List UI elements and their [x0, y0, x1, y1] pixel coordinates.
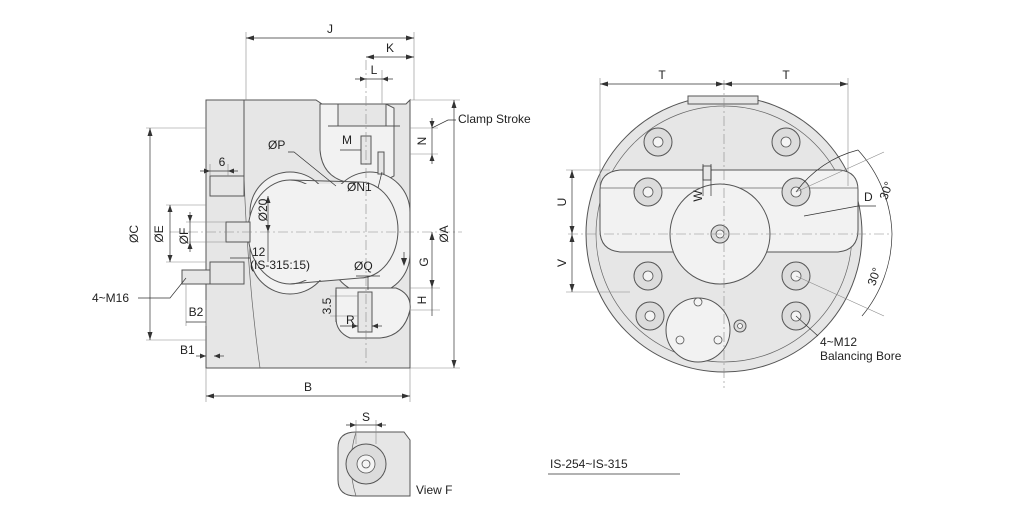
dim-j: J: [327, 22, 333, 36]
balancing-cylinder: [665, 297, 731, 363]
dim-is315: (IS-315:15): [250, 258, 310, 272]
dim-l: L: [371, 63, 378, 77]
dim-b: B: [304, 380, 312, 394]
angle-top: 30°: [877, 180, 896, 202]
clamp-stroke-label: Clamp Stroke: [458, 112, 531, 126]
dim-m: M: [342, 133, 352, 147]
dim-b1: B1: [180, 343, 195, 357]
dim-q: ØQ: [354, 259, 373, 273]
dim-n: N: [415, 137, 429, 146]
model-title: IS-254~IS-315: [550, 457, 628, 471]
dim-s: S: [362, 410, 370, 424]
dim-12: 12: [252, 245, 266, 259]
dim-f: ØF: [177, 228, 191, 245]
dim-w: W: [691, 190, 705, 202]
dim-u: U: [555, 198, 569, 207]
dim-t-right: T: [782, 68, 790, 82]
side-view: J K L M N Clamp Stroke ØP ØN1: [92, 22, 531, 402]
dim-n1: ØN1: [347, 180, 372, 194]
dim-6: 6: [219, 155, 226, 169]
dim-e: ØE: [152, 225, 166, 242]
dim-h: H: [415, 296, 429, 305]
dim-d: D: [864, 190, 873, 204]
angle-bottom: 30°: [865, 266, 884, 288]
mount-holes: [633, 127, 811, 333]
m16-label: 4~M16: [92, 291, 129, 305]
balancing-bore-label: Balancing Bore: [820, 349, 902, 363]
dim-r: R: [346, 313, 355, 327]
dim-p: ØP: [268, 138, 285, 152]
dim-20: Ø20: [256, 198, 270, 221]
view-f: S View F: [337, 410, 452, 497]
front-view: T T U V W D 30° 30° 4~M12 Balancing Bore: [555, 68, 902, 388]
dim-t-left: T: [658, 68, 666, 82]
view-f-caption: View F: [416, 483, 452, 497]
dim-b2: B2: [189, 305, 204, 319]
dim-k: K: [386, 41, 394, 55]
dim-a: ØA: [437, 225, 451, 242]
dim-g: G: [417, 257, 431, 266]
dim-c: ØC: [127, 225, 141, 243]
clamp-jaw: [337, 103, 387, 127]
dim-3-5: 3.5: [320, 297, 334, 314]
m12-label: 4~M12: [820, 335, 857, 349]
dim-v: V: [555, 259, 569, 267]
